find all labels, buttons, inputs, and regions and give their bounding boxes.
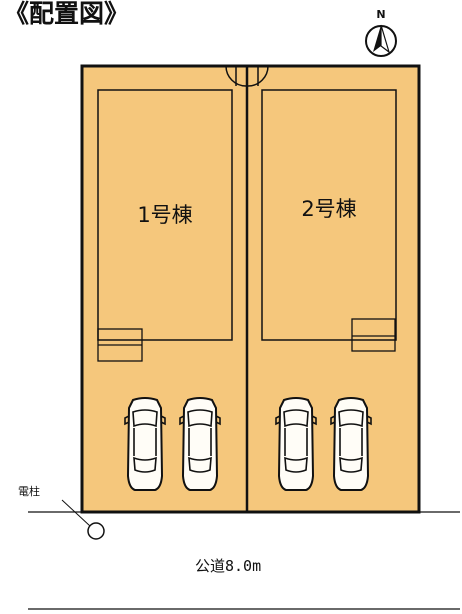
page-title: 《配置図》 — [4, 0, 130, 28]
utility-pole-icon — [87, 522, 105, 540]
road-label: 公道8.0m — [195, 557, 262, 575]
entrance-step-2 — [351, 318, 396, 352]
utility-pole-label: 電柱 — [18, 485, 40, 498]
entrance-step-1 — [97, 328, 143, 362]
boundary-marker — [225, 65, 269, 87]
car-icon — [124, 397, 166, 491]
building-2-footprint — [261, 89, 397, 341]
car-icon — [330, 397, 372, 491]
building-2-label: 2号棟 — [301, 197, 356, 221]
pole-leader-line — [61, 499, 91, 527]
building-1-label: 1号棟 — [137, 203, 192, 227]
car-icon — [179, 397, 221, 491]
building-1-footprint — [97, 89, 233, 341]
car-icon — [275, 397, 317, 491]
